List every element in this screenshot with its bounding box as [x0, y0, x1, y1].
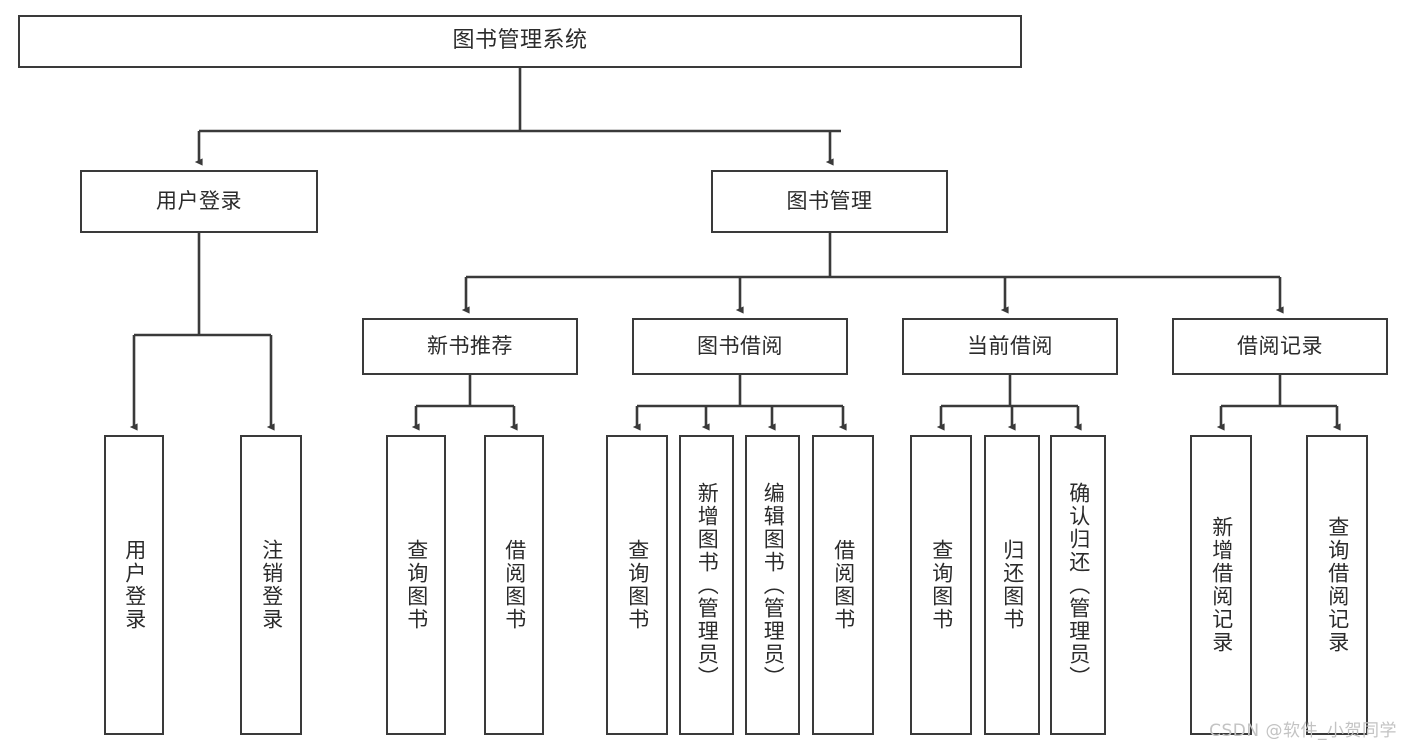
leaf-logout[interactable]: 注销登录	[240, 435, 302, 735]
node-current-borrow[interactable]: 当前借阅	[902, 318, 1118, 375]
leaf-add-borrow-record[interactable]: 新增借阅记录	[1190, 435, 1252, 735]
leaf-return-book[interactable]: 归还图书	[984, 435, 1040, 735]
leaf-query-book-new-recommend[interactable]: 查询图书	[386, 435, 446, 735]
leaf-borrow-book-new-recommend[interactable]: 借阅图书	[484, 435, 544, 735]
leaf-query-borrow-record[interactable]: 查询借阅记录	[1306, 435, 1368, 735]
csdn-watermark: CSDN @软件_小贺同学	[1209, 721, 1397, 741]
leaf-user-login[interactable]: 用户登录	[104, 435, 164, 735]
node-label: 借阅记录	[1237, 333, 1323, 358]
node-label: 借阅图书	[502, 539, 527, 631]
leaf-query-book-current[interactable]: 查询图书	[910, 435, 972, 735]
node-label: 新增借阅记录	[1209, 516, 1234, 654]
node-label: 查询图书	[625, 539, 650, 631]
node-label: 图书借阅	[697, 333, 783, 358]
node-label: 编辑图书（管理员）	[761, 481, 786, 689]
leaf-borrow-book[interactable]: 借阅图书	[812, 435, 874, 735]
node-label: 查询图书	[404, 539, 429, 631]
node-root-system[interactable]: 图书管理系统	[18, 15, 1022, 68]
node-new-book-recommend[interactable]: 新书推荐	[362, 318, 578, 375]
leaf-add-book-admin[interactable]: 新增图书（管理员）	[679, 435, 734, 735]
node-book-manage[interactable]: 图书管理	[711, 170, 948, 233]
node-label: 查询图书	[929, 539, 954, 631]
node-book-borrow[interactable]: 图书借阅	[632, 318, 848, 375]
node-label: 注销登录	[259, 539, 284, 631]
node-label: 图书管理	[786, 188, 873, 213]
node-borrow-record[interactable]: 借阅记录	[1172, 318, 1388, 375]
node-label: 借阅图书	[831, 539, 856, 631]
node-label: 新书推荐	[427, 333, 513, 358]
node-label: 查询借阅记录	[1325, 516, 1350, 654]
node-label: 用户登录	[122, 539, 147, 631]
leaf-confirm-return-admin[interactable]: 确认归还（管理员）	[1050, 435, 1106, 735]
node-label: 图书管理系统	[452, 28, 588, 54]
node-label: 当前借阅	[967, 333, 1053, 358]
leaf-edit-book-admin[interactable]: 编辑图书（管理员）	[745, 435, 800, 735]
node-label: 新增图书（管理员）	[695, 481, 720, 689]
node-label: 确认归还（管理员）	[1066, 481, 1091, 689]
leaf-query-book-borrow[interactable]: 查询图书	[606, 435, 668, 735]
node-label: 用户登录	[156, 188, 242, 213]
node-label: 归还图书	[1000, 539, 1025, 631]
node-user-login[interactable]: 用户登录	[80, 170, 318, 233]
